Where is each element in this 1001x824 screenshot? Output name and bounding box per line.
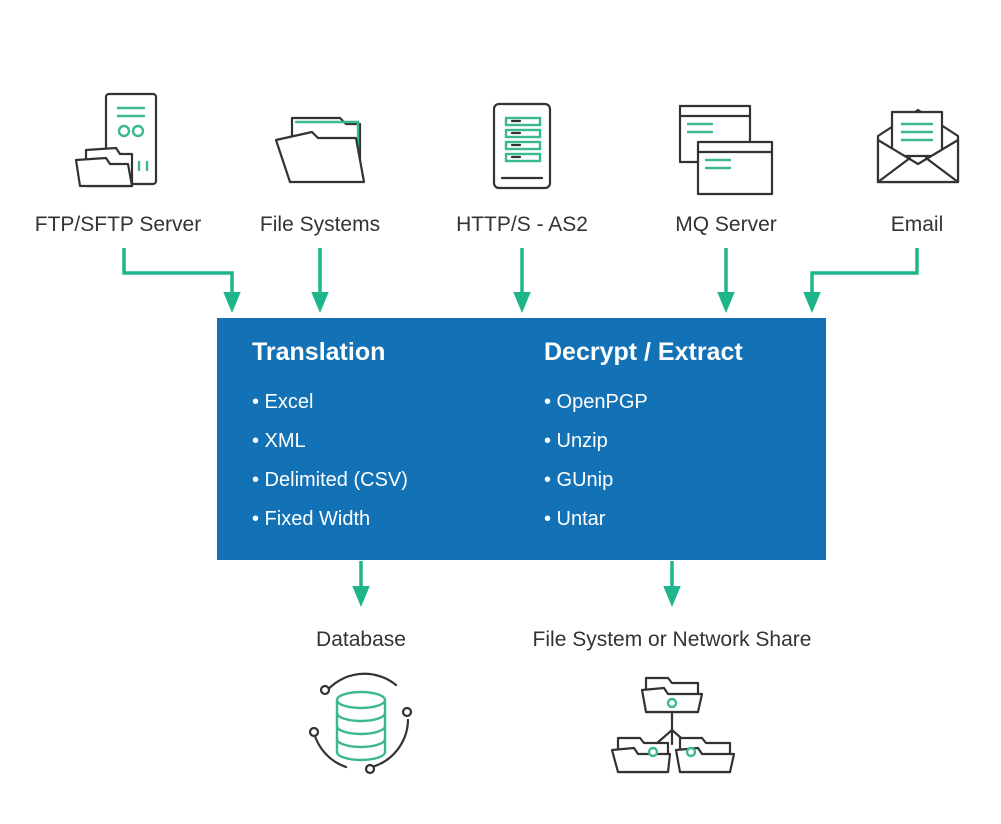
source-label-ftp: FTP/SFTP Server bbox=[35, 213, 201, 236]
database-icon bbox=[308, 672, 413, 775]
network-share-icon bbox=[610, 676, 736, 774]
translation-item: • Excel bbox=[252, 391, 313, 413]
translation-item: • XML bbox=[252, 430, 306, 452]
source-label-mq: MQ Server bbox=[675, 213, 777, 236]
folder-icon bbox=[274, 116, 366, 184]
decrypt-item: • OpenPGP bbox=[544, 391, 648, 413]
translation-item: • Delimited (CSV) bbox=[252, 469, 408, 491]
envelope-icon bbox=[876, 108, 960, 184]
decrypt-title: Decrypt / Extract bbox=[544, 338, 743, 366]
decrypt-item: • Untar bbox=[544, 508, 606, 530]
destination-label-database: Database bbox=[316, 628, 406, 651]
process-box bbox=[217, 318, 826, 560]
translation-title: Translation bbox=[252, 338, 385, 366]
destination-label-network-share: File System or Network Share bbox=[533, 628, 812, 651]
tablet-icon bbox=[492, 102, 552, 190]
translation-item: • Fixed Width bbox=[252, 508, 370, 530]
server-icon bbox=[74, 92, 158, 188]
arrow-ftp-to-process bbox=[122, 248, 241, 313]
arrow-email-to-process bbox=[803, 248, 919, 313]
source-label-email: Email bbox=[891, 213, 944, 236]
decrypt-item: • GUnip bbox=[544, 469, 613, 491]
source-label-filesystems: File Systems bbox=[260, 213, 380, 236]
source-label-https: HTTP/S - AS2 bbox=[456, 213, 588, 236]
message-queue-icon bbox=[678, 104, 774, 196]
decrypt-item: • Unzip bbox=[544, 430, 608, 452]
